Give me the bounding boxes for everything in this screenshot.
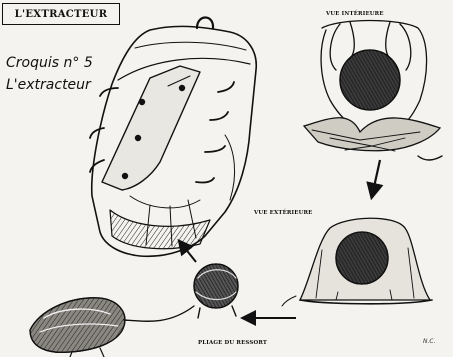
interior-view-drawing <box>304 21 442 161</box>
packed-container-drawing <box>30 298 194 357</box>
folding-spring-drawing <box>194 264 238 318</box>
exterior-view-drawing <box>282 218 432 306</box>
arrow-to-exterior <box>372 160 380 196</box>
extractor-main-drawing <box>90 18 256 257</box>
